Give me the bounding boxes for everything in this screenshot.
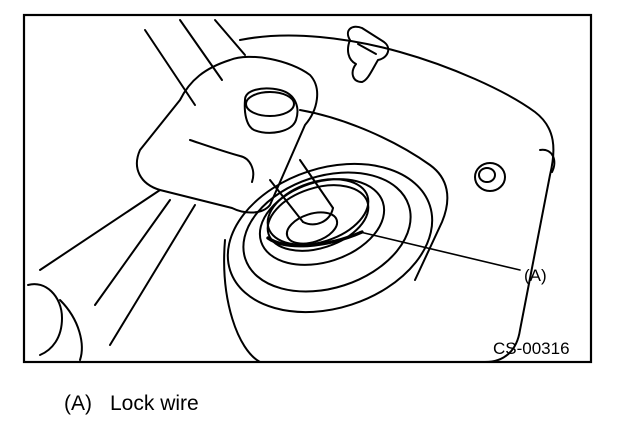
callout-label-a: (A) xyxy=(524,266,547,285)
housing-cover-plate xyxy=(239,34,555,363)
lower-left-part xyxy=(27,283,63,356)
lower-left-part-2 xyxy=(59,299,83,361)
yoke-bolt-top xyxy=(245,91,295,117)
legend-row: (A) Lock wire xyxy=(64,392,199,416)
shaft-right-edge xyxy=(299,159,334,209)
legend-label: (A) xyxy=(64,392,92,415)
figure-frame xyxy=(22,13,593,364)
seal-housing-mid xyxy=(242,171,412,293)
lock-wire xyxy=(266,230,364,248)
rod-upper-left-edge xyxy=(144,29,196,106)
retaining-clip-detail xyxy=(357,43,377,55)
plate-edge-boss xyxy=(539,148,556,173)
legend-description: Lock wire xyxy=(110,392,199,415)
shaft-collar xyxy=(285,211,339,245)
rod-upper-left-2 xyxy=(214,19,246,56)
retaining-clip xyxy=(346,25,390,83)
shaft-left-edge xyxy=(269,179,304,223)
rod-upper-right-edge xyxy=(179,19,223,81)
lower-arm-mid-edge xyxy=(94,199,171,306)
yoke-bolt-head xyxy=(243,87,299,134)
lever-yoke xyxy=(135,55,319,214)
bolt-hole xyxy=(474,162,506,192)
callout-leader-line xyxy=(359,231,521,271)
lower-arm-bottom-edge xyxy=(109,204,196,346)
seal-ring-lower xyxy=(266,184,370,252)
bolt-hole-inner xyxy=(478,167,496,183)
housing-inner-edge xyxy=(299,109,449,281)
figure-code: CS-00316 xyxy=(493,339,570,358)
lower-arm-top-edge xyxy=(39,189,161,271)
housing-lower-edge xyxy=(223,239,261,363)
shaft-end xyxy=(302,207,334,226)
lever-yoke-face xyxy=(189,139,255,183)
